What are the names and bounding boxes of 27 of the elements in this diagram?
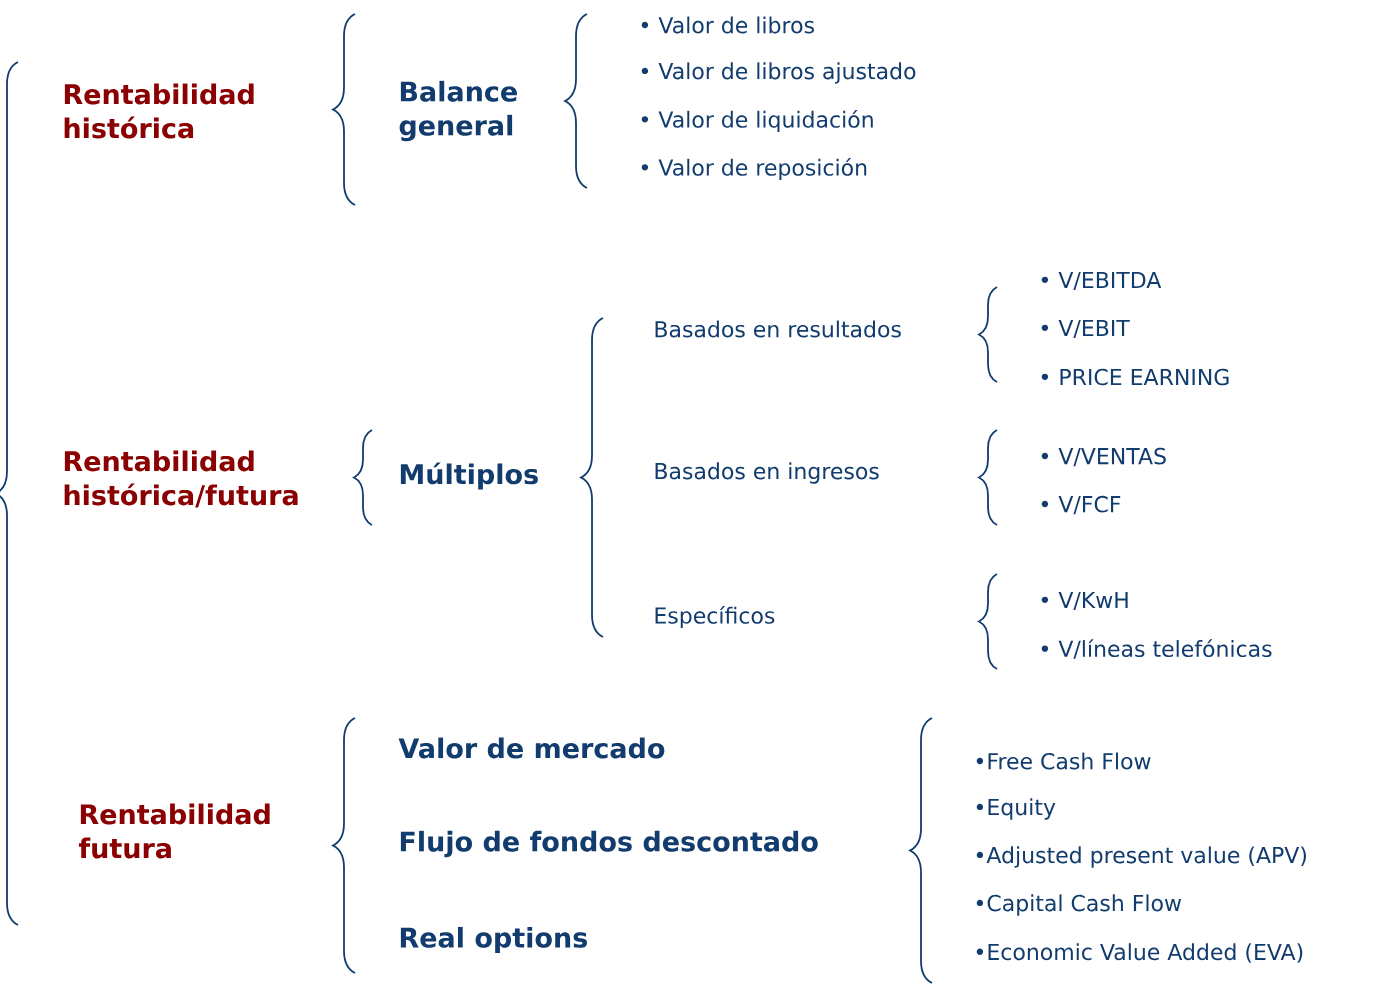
category-label: Rentabilidad histórica/futura — [64, 450, 298, 508]
list-item: •Free Cash Flow — [976, 752, 1151, 770]
method-label: Múltiplos — [400, 462, 538, 490]
list-item: • PRICE EARNING — [1041, 368, 1229, 386]
list-item: • Valor de libros — [641, 16, 814, 34]
subcategory-label: Basados en ingresos — [655, 462, 879, 484]
subcategory-label: Específicos — [655, 605, 775, 629]
method-label: Real options — [400, 926, 587, 954]
category-label: Rentabilidad futura — [78, 803, 270, 859]
list-item: •Capital Cash Flow — [976, 894, 1182, 916]
list-item: •Economic Value Added (EVA) — [976, 943, 1303, 963]
list-item: • Valor de liquidación — [641, 109, 873, 133]
method-label: Balance general — [399, 80, 517, 142]
list-item: •Equity — [976, 798, 1056, 820]
category-label: Rentabilidad histórica — [64, 83, 254, 139]
list-item: • Valor de libros ajustado — [641, 62, 916, 84]
list-item: • V/FCF — [1041, 495, 1121, 515]
list-item: •Adjusted present value (APV) — [976, 846, 1306, 868]
list-item: • V/EBITDA — [1041, 271, 1162, 291]
subcategory-label: Basados en resultados — [655, 320, 901, 338]
method-label: Flujo de fondos descontado — [400, 830, 818, 858]
list-item: • V/líneas telefónicas — [1041, 639, 1272, 659]
list-item: • V/EBIT — [1041, 319, 1130, 339]
list-item: • V/VENTAS — [1041, 447, 1166, 467]
list-item: • V/KwH — [1041, 592, 1128, 611]
list-item: • Valor de reposición — [641, 157, 867, 181]
method-label: Valor de mercado — [398, 737, 665, 759]
